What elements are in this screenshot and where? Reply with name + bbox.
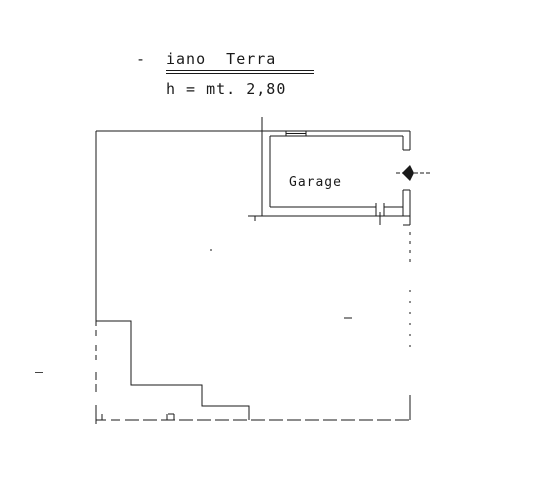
title-underline (166, 70, 314, 71)
entry-arrow-icon (402, 165, 414, 181)
floor-title: iano Terra (166, 50, 277, 68)
title-dash: - (136, 50, 146, 68)
room-label-garage: Garage (289, 175, 342, 190)
ceiling-height-note: h = mt. 2,80 (166, 80, 287, 98)
title-underline-second (166, 73, 314, 74)
plan-title-block: - iano Terra h = mt. 2,80 (136, 50, 316, 98)
stepped-boundary (96, 320, 250, 420)
margin-mark (35, 372, 43, 373)
